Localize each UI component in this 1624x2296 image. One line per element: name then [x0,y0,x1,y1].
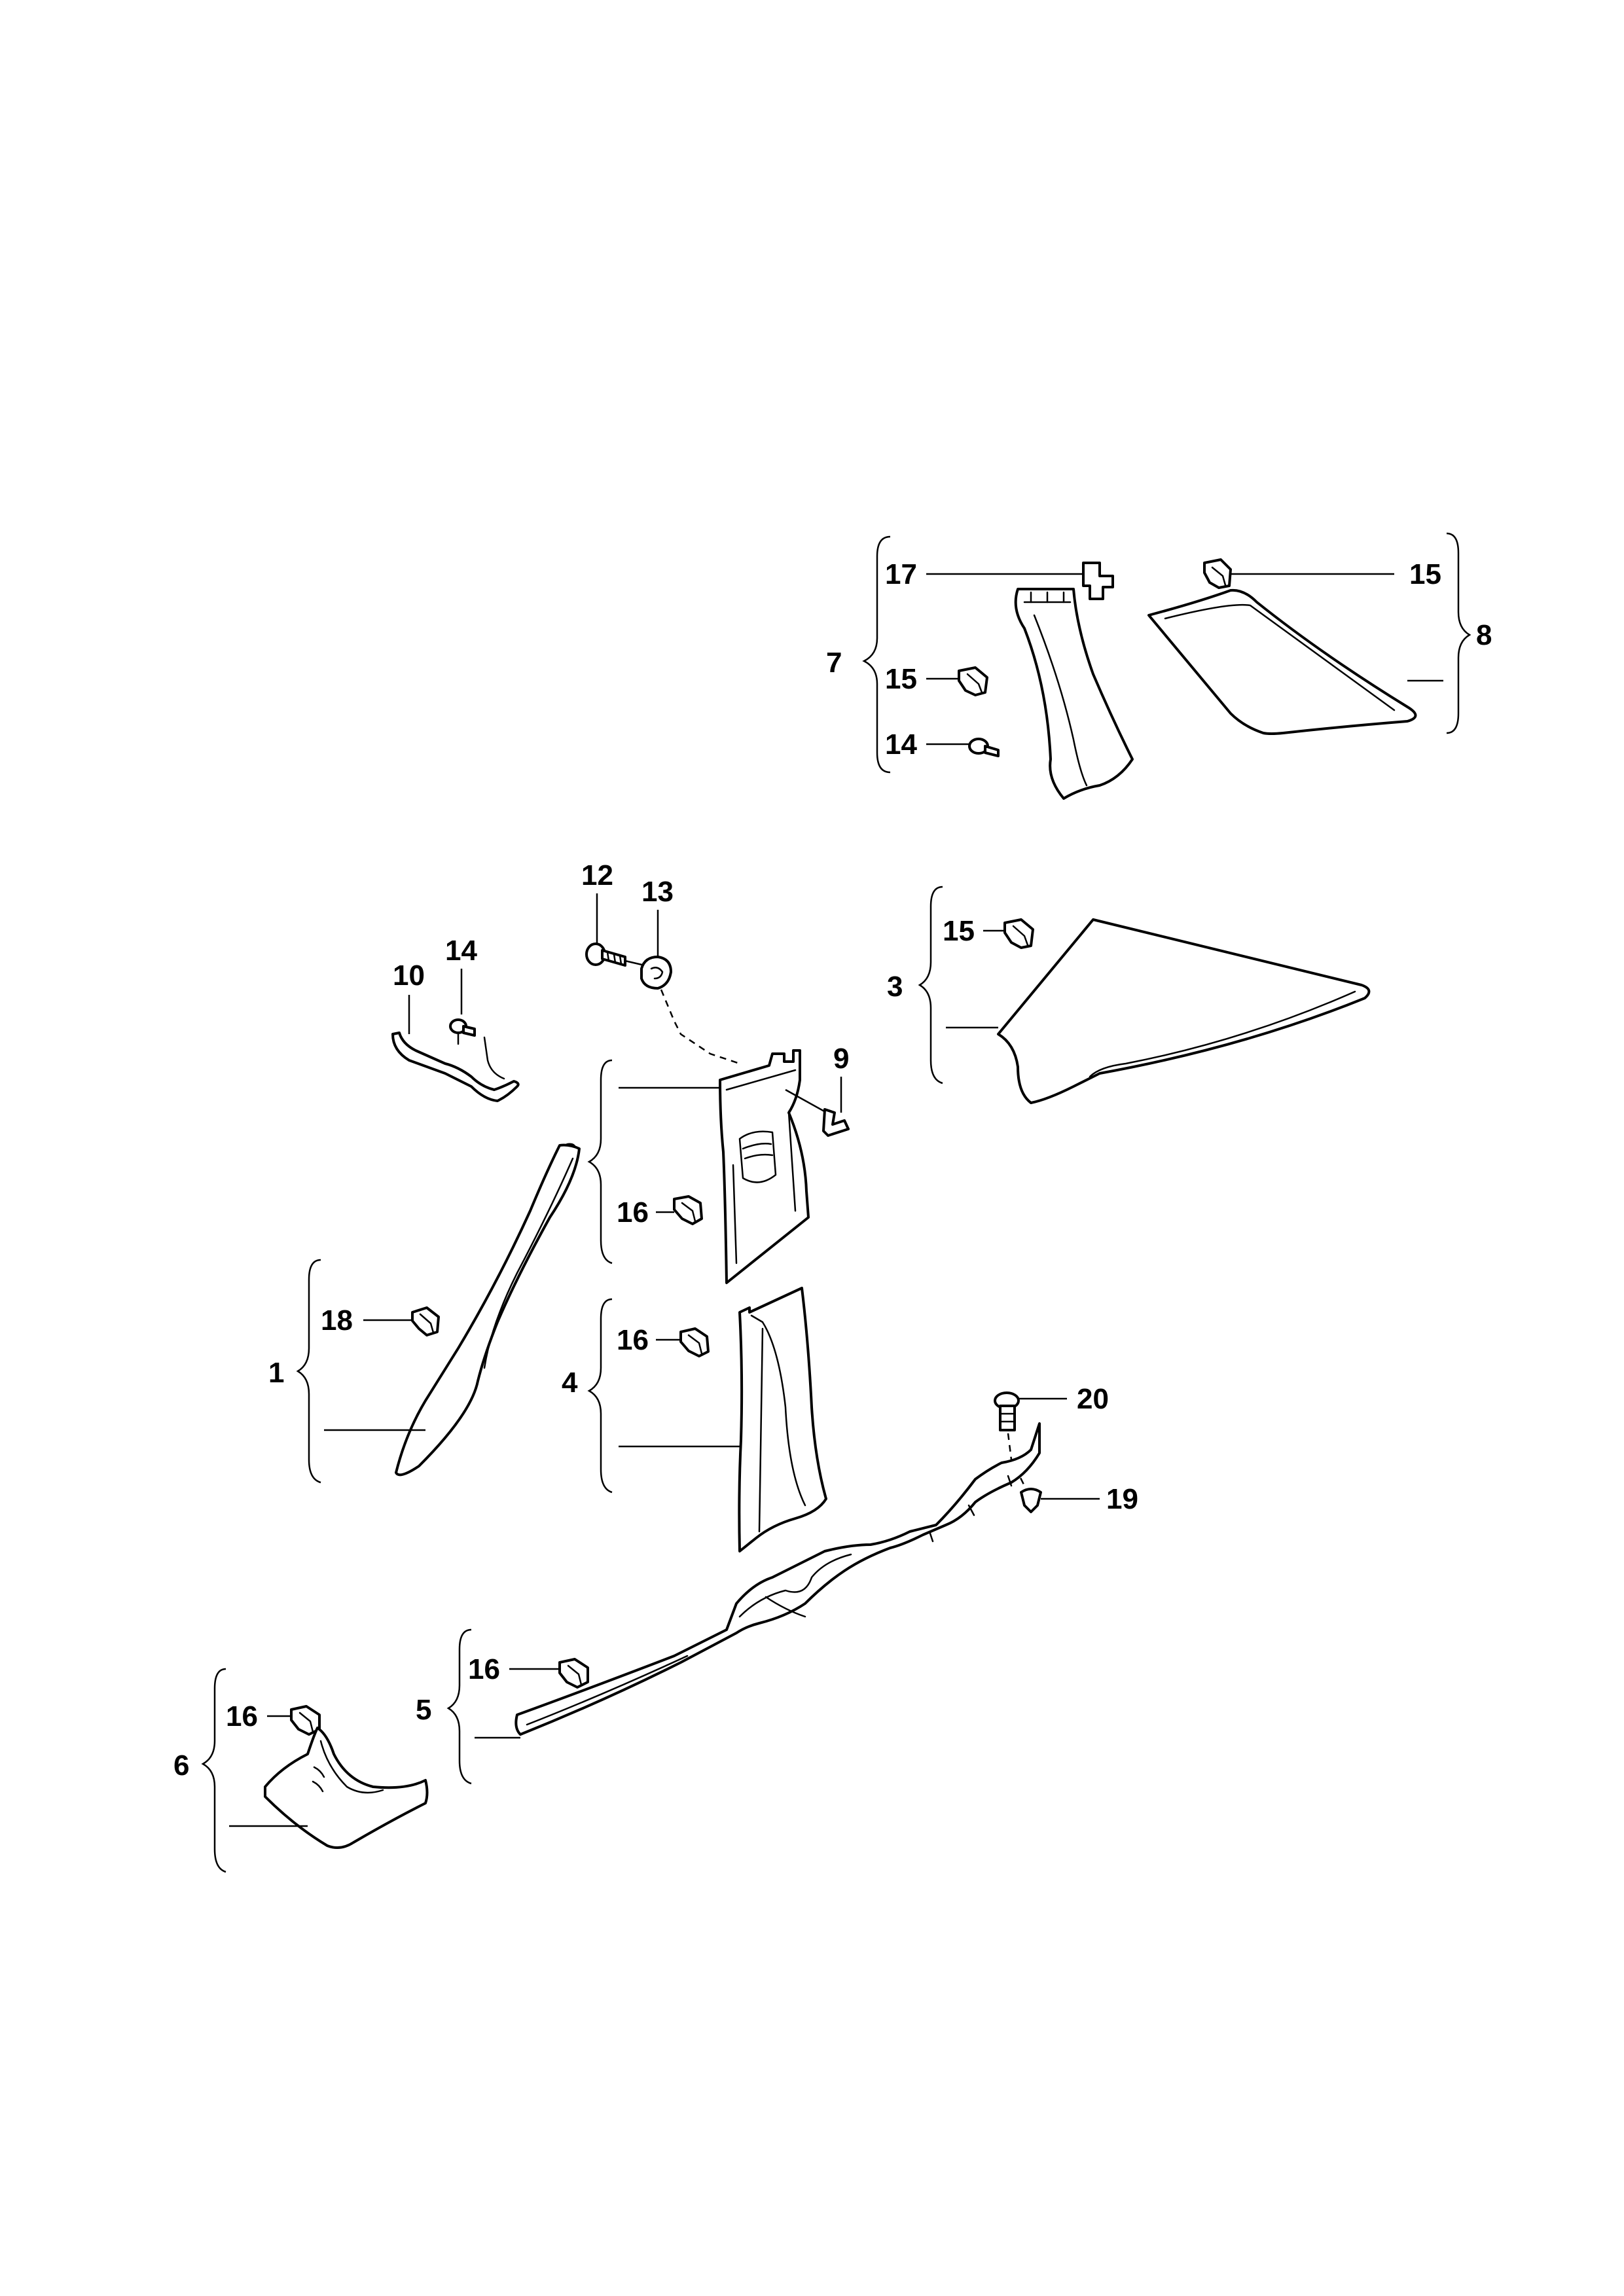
clip-13 [640,956,672,990]
brace-5 [446,1628,472,1785]
clip-15-top-right [1203,558,1232,589]
hook-9 [822,1108,850,1137]
callout-10: 10 [393,960,425,992]
callout-3: 3 [887,971,903,1003]
assembly-guide [660,989,740,1065]
clip-16-a [673,1195,703,1225]
clip-16-b [679,1327,710,1357]
group-6: 6 16 [173,1668,429,1873]
clip-18 [411,1306,440,1336]
group-4: 4 16 [562,1287,827,1552]
callout-12: 12 [581,859,613,891]
clip-16-d [290,1705,321,1736]
brace-8 [1446,532,1471,734]
quarter-trim-8 [1147,588,1417,735]
callout-18: 18 [321,1304,353,1336]
callout-15-mid: 15 [943,915,975,947]
callout-16-c: 16 [468,1653,500,1685]
callout-20: 20 [1077,1383,1109,1415]
kick-panel-6 [264,1727,429,1850]
callout-19: 19 [1106,1483,1138,1515]
group-10: 10 14 [391,935,520,1102]
pillar-trim-1 [395,1143,581,1477]
group-3: 3 15 [887,886,1371,1104]
callout-8: 8 [1476,619,1492,651]
quarter-trim-3 [997,918,1371,1104]
callout-16-b: 16 [617,1324,649,1356]
brace-2 [587,1059,613,1265]
brace-7 [862,535,891,774]
callout-16-d: 16 [226,1700,258,1732]
callout-14-mid: 14 [445,935,477,967]
screw-14-mid [449,1018,476,1045]
screw-20 [994,1391,1020,1431]
clip-15-mid [1003,918,1034,949]
callout-6: 6 [173,1749,189,1782]
pillar-trim-2 [719,1049,810,1284]
clip-15-top-left [958,666,988,696]
pillar-trim-7 [1014,588,1134,800]
callout-1: 1 [268,1357,284,1389]
group-5: 5 16 [416,1422,1041,1785]
callout-9: 9 [833,1043,849,1075]
sill-trim-5 [514,1422,1041,1736]
screw-14-top [968,738,1000,757]
rivet-19 [1020,1488,1042,1513]
callout-15-top-right: 15 [1409,558,1441,590]
callout-15-top-left: 15 [885,663,917,695]
brace-4 [587,1298,613,1494]
bracket-10 [391,1031,520,1102]
group-7: 7 17 15 14 15 [826,532,1492,800]
group-19-20: 20 19 [994,1383,1138,1515]
group-12-13: 12 13 [581,859,740,1065]
callout-14-top: 14 [885,728,917,761]
callout-17: 17 [885,558,917,590]
clip-17 [1082,562,1114,600]
bolt-12 [585,942,626,967]
group-1: 1 18 [268,1143,581,1484]
clip-16-c [558,1658,589,1689]
callout-4: 4 [562,1367,578,1399]
brace-3 [918,886,943,1085]
callout-13: 13 [641,876,674,908]
callout-5: 5 [416,1694,431,1726]
brace-6 [201,1668,226,1873]
callout-7: 7 [826,647,842,679]
pillar-trim-4 [738,1287,827,1552]
group-2: 2 16 9 [562,1043,850,1284]
callout-16-a: 16 [617,1196,649,1229]
brace-1 [296,1259,321,1484]
